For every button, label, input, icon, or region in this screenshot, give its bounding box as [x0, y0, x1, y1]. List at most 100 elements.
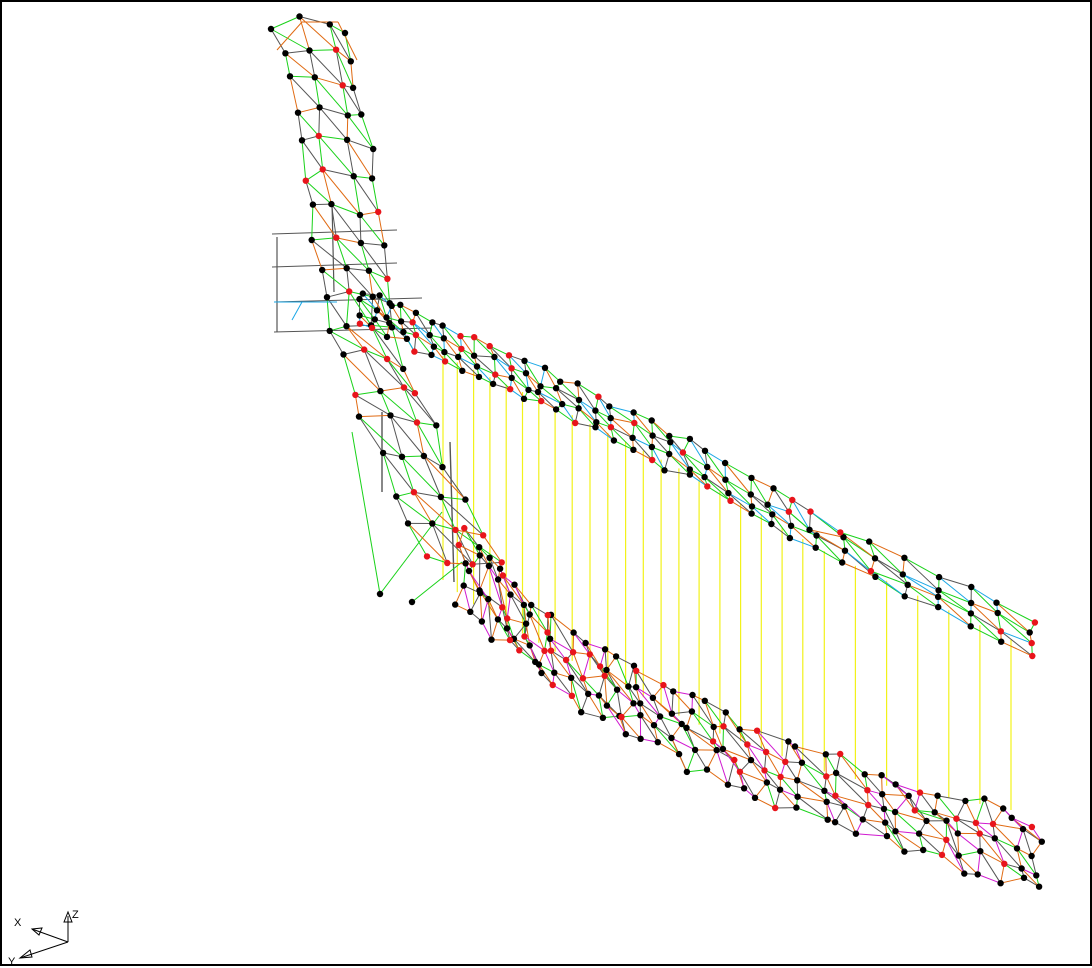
upper-deck-node-red[interactable] — [411, 348, 417, 354]
lower-deck-node[interactable] — [657, 713, 663, 719]
tower-node[interactable] — [327, 21, 333, 27]
upper-deck-node[interactable] — [968, 610, 974, 616]
tower-node[interactable] — [299, 137, 305, 143]
lower-deck-node[interactable] — [832, 819, 838, 825]
lower-deck-node[interactable] — [668, 735, 674, 741]
upper-deck-node[interactable] — [441, 335, 447, 341]
tower-node[interactable] — [316, 104, 322, 110]
tower-node[interactable] — [380, 450, 386, 456]
tower-node[interactable] — [345, 112, 351, 118]
lower-deck-node[interactable] — [637, 736, 643, 742]
lower-deck-node[interactable] — [704, 766, 710, 772]
upper-deck-node-red[interactable] — [538, 398, 544, 404]
lower-deck-node-red[interactable] — [943, 837, 949, 843]
upper-deck-node[interactable] — [788, 523, 794, 529]
upper-deck-node-red[interactable] — [369, 325, 375, 331]
tower-node-red[interactable] — [480, 532, 486, 538]
lower-deck-node[interactable] — [962, 798, 968, 804]
upper-deck-node[interactable] — [455, 354, 461, 360]
lower-deck-node[interactable] — [1000, 805, 1006, 811]
lower-deck-node[interactable] — [943, 818, 949, 824]
lower-deck-node[interactable] — [702, 698, 708, 704]
lower-deck-node-red[interactable] — [602, 673, 608, 679]
tower-node[interactable] — [309, 237, 315, 243]
lower-deck-node-red[interactable] — [569, 693, 575, 699]
upper-deck-node[interactable] — [356, 312, 362, 318]
tower-node[interactable] — [357, 212, 363, 218]
upper-deck-node[interactable] — [606, 403, 612, 409]
tower-node-red[interactable] — [316, 133, 322, 139]
upper-deck-node[interactable] — [535, 389, 541, 395]
lower-deck-node[interactable] — [536, 661, 542, 667]
upper-deck-node[interactable] — [431, 344, 437, 350]
upper-deck-node[interactable] — [872, 555, 878, 561]
lower-deck-node[interactable] — [689, 708, 695, 714]
upper-deck-node[interactable] — [687, 471, 693, 477]
upper-deck-node[interactable] — [842, 548, 848, 554]
upper-deck-node-red[interactable] — [649, 457, 655, 463]
tower-node[interactable] — [268, 26, 274, 32]
lower-deck-node-red[interactable] — [660, 682, 666, 688]
upper-deck-node[interactable] — [702, 448, 708, 454]
lower-deck-node-red[interactable] — [777, 774, 783, 780]
lower-deck-node-red[interactable] — [516, 647, 522, 653]
lower-deck-node[interactable] — [467, 609, 473, 615]
tower-node[interactable] — [306, 47, 312, 53]
lower-deck-node[interactable] — [650, 695, 656, 701]
lower-deck-node[interactable] — [881, 806, 887, 812]
lower-deck-node[interactable] — [614, 687, 620, 693]
tower-node-red[interactable] — [401, 384, 407, 390]
upper-deck-node-red[interactable] — [631, 420, 637, 426]
upper-deck-node[interactable] — [397, 302, 403, 308]
lower-deck-node[interactable] — [568, 675, 574, 681]
lower-deck-node-red[interactable] — [570, 649, 576, 655]
lower-deck-node-red[interactable] — [580, 675, 586, 681]
tower-node[interactable] — [462, 496, 468, 502]
upper-deck-node[interactable] — [661, 467, 667, 473]
lower-deck-node-red[interactable] — [731, 757, 737, 763]
lower-deck-node-red[interactable] — [507, 637, 513, 643]
lower-deck-node[interactable] — [613, 653, 619, 659]
tower-node[interactable] — [358, 240, 364, 246]
upper-deck-node[interactable] — [725, 490, 731, 496]
upper-deck-node[interactable] — [998, 639, 1004, 645]
lower-deck-node-red[interactable] — [618, 714, 624, 720]
lower-deck-node[interactable] — [461, 582, 467, 588]
lower-deck-node[interactable] — [711, 724, 717, 730]
tower-node[interactable] — [381, 242, 387, 248]
tower-node[interactable] — [342, 30, 348, 36]
upper-deck-node[interactable] — [764, 502, 770, 508]
upper-deck-node[interactable] — [701, 474, 707, 480]
lower-deck-node[interactable] — [507, 591, 513, 597]
upper-deck-node[interactable] — [630, 447, 636, 453]
tower-node[interactable] — [287, 73, 293, 79]
upper-deck-node[interactable] — [722, 460, 728, 466]
lower-deck-node-red[interactable] — [544, 629, 550, 635]
upper-deck-node[interactable] — [592, 424, 598, 430]
upper-deck-node[interactable] — [400, 329, 406, 335]
upper-deck-node[interactable] — [383, 314, 389, 320]
upper-deck-node[interactable] — [553, 385, 559, 391]
tower-node-red[interactable] — [340, 82, 346, 88]
tower-node-red[interactable] — [499, 559, 505, 565]
lower-deck-node[interactable] — [736, 726, 742, 732]
upper-deck-node[interactable] — [993, 600, 999, 606]
lower-deck-node-red[interactable] — [545, 612, 551, 618]
upper-deck-node[interactable] — [521, 358, 527, 364]
tower-node-red[interactable] — [320, 166, 326, 172]
tower-node[interactable] — [356, 413, 362, 419]
upper-deck-node[interactable] — [667, 439, 673, 445]
upper-deck-node[interactable] — [666, 433, 672, 439]
lower-deck-node[interactable] — [527, 611, 533, 617]
upper-deck-node[interactable] — [866, 538, 872, 544]
upper-deck-node-red[interactable] — [595, 394, 601, 400]
upper-deck-node[interactable] — [813, 545, 819, 551]
lower-deck-node[interactable] — [585, 691, 591, 697]
lower-deck-node-red[interactable] — [977, 830, 983, 836]
lower-deck-node[interactable] — [479, 618, 485, 624]
upper-deck-node[interactable] — [413, 310, 419, 316]
upper-deck-node[interactable] — [389, 303, 395, 309]
tower-node[interactable] — [324, 294, 330, 300]
lower-deck-node[interactable] — [860, 816, 866, 822]
